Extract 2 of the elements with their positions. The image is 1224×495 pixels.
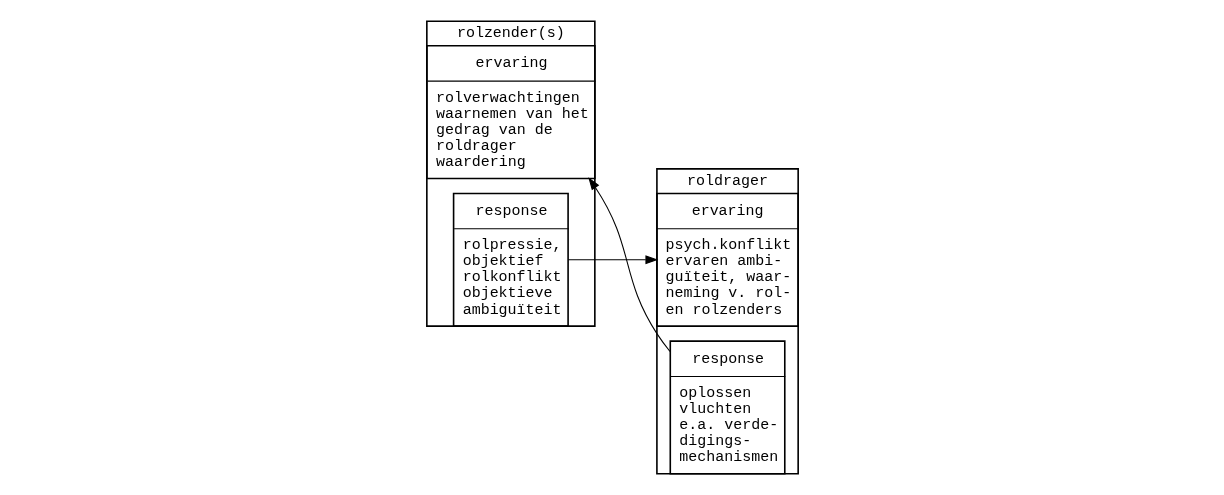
arrow [587,177,671,353]
arrow [567,255,658,265]
